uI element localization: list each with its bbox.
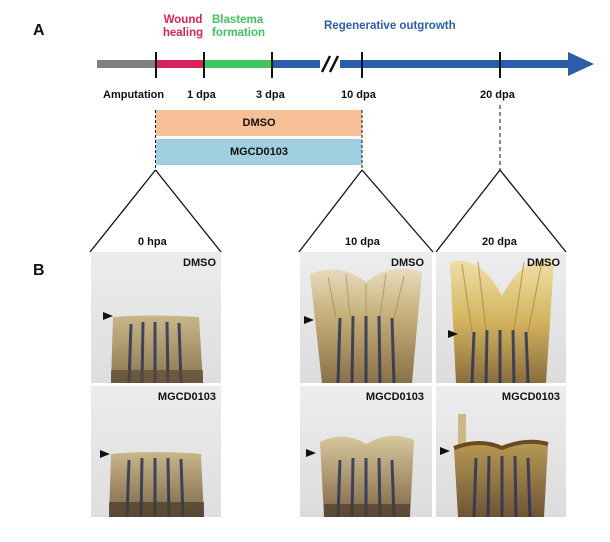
phase-blastema-line1: Blastema xyxy=(212,14,264,26)
timeline-segment-blastema xyxy=(204,60,272,68)
amputation-plane-arrow-icon xyxy=(304,316,314,324)
timeline-segment-gray xyxy=(97,60,156,68)
timeline-arrow-icon xyxy=(568,52,594,76)
tick-10dpa xyxy=(361,52,363,78)
column-header-0hpa: 0 hpa xyxy=(138,236,167,248)
tick-1dpa xyxy=(203,52,205,78)
amputation-plane-arrow-icon xyxy=(440,447,450,455)
phase-regenerative-outgrowth: Regenerative outgrowth xyxy=(324,20,456,32)
photo-label: MGCD0103 xyxy=(157,391,216,403)
fin-photo-20dpa-mgcd: MGCD0103 xyxy=(436,386,566,517)
label-3dpa: 3 dpa xyxy=(256,89,285,101)
treatment-bar-mgcd: MGCD0103 xyxy=(156,139,362,165)
photo-label: MGCD0103 xyxy=(365,391,424,403)
timeline-segment-regen xyxy=(272,60,572,68)
connector-lines xyxy=(89,105,567,253)
label-10dpa: 10 dpa xyxy=(341,89,376,101)
fin-photo-0hpa-dmso: DMSO xyxy=(91,252,221,383)
treatment-bar-mgcd-label: MGCD0103 xyxy=(229,146,289,158)
photo-label: DMSO xyxy=(527,257,560,269)
tick-3dpa xyxy=(271,52,273,78)
photo-label: DMSO xyxy=(391,257,424,269)
phase-blastema-line2: formation xyxy=(212,27,266,39)
label-1dpa: 1 dpa xyxy=(187,89,216,101)
fin-photo-20dpa-dmso: DMSO xyxy=(436,252,566,383)
amputation-plane-arrow-icon xyxy=(103,312,113,320)
amputation-plane-arrow-icon xyxy=(448,330,458,338)
fin-image xyxy=(310,268,422,383)
phase-blastema-formation: Blastema formation xyxy=(212,14,265,40)
amputation-plane-arrow-icon xyxy=(100,450,110,458)
fin-image xyxy=(320,435,414,517)
amputation-plane-arrow-icon xyxy=(306,449,316,457)
column-header-20dpa: 20 dpa xyxy=(482,236,517,248)
phase-wound-line1: Wound xyxy=(163,14,203,26)
treatment-bar-dmso-label: DMSO xyxy=(242,117,276,129)
phase-wound-healing: Wound healing xyxy=(160,14,206,40)
tick-20dpa xyxy=(499,52,501,78)
fin-photo-0hpa-mgcd: MGCD0103 xyxy=(91,386,221,517)
fin-image xyxy=(109,452,204,517)
photo-label: DMSO xyxy=(183,257,216,269)
treatment-bar-dmso: DMSO xyxy=(156,110,362,136)
fin-photo-10dpa-mgcd: MGCD0103 xyxy=(300,386,432,517)
column-header-10dpa: 10 dpa xyxy=(345,236,380,248)
panel-label-a: A xyxy=(33,22,45,39)
panel-label-b: B xyxy=(33,262,45,279)
fin-image xyxy=(453,414,549,517)
fin-photo-10dpa-dmso: DMSO xyxy=(300,252,432,383)
axis-break-icon xyxy=(320,55,340,73)
timeline xyxy=(0,0,610,120)
photo-label: MGCD0103 xyxy=(501,391,560,403)
fin-image xyxy=(450,259,554,383)
label-20dpa: 20 dpa xyxy=(480,89,515,101)
label-amputation: Amputation xyxy=(103,89,165,101)
fin-image xyxy=(111,315,203,383)
timeline-segment-wound xyxy=(156,60,204,68)
tick-amputation xyxy=(155,52,157,78)
phase-wound-line2: healing xyxy=(162,27,204,39)
